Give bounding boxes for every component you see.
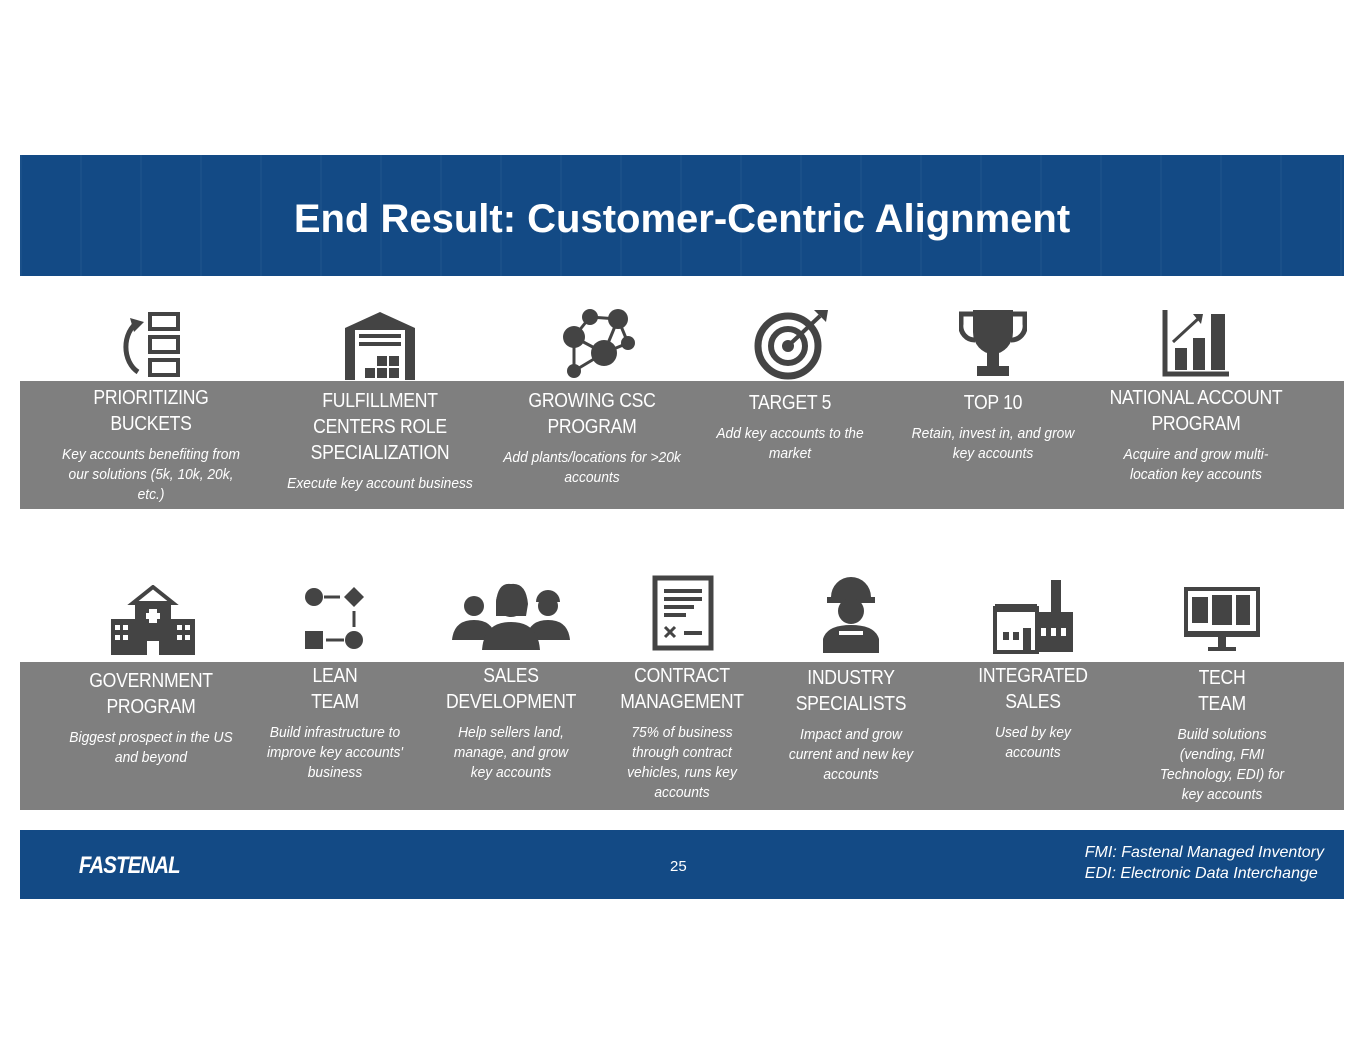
monitor-icon (1184, 587, 1260, 651)
process-flow-icon (305, 587, 364, 649)
row2-band (20, 662, 1344, 810)
footnote-edi: EDI: Electronic Data Interchange (1084, 865, 1318, 882)
government-building-icon (111, 585, 195, 655)
footnote-fmi: FMI: Fastenal Managed Inventory (1084, 844, 1324, 861)
item-desc: Add key accounts to the market (716, 425, 864, 462)
item-desc: Acquire and grow multi-location key acco… (1123, 446, 1269, 483)
item-title: GROWING CSC PROGRAM (528, 390, 656, 438)
prioritize-icon (123, 312, 180, 377)
growth-chart-icon (1162, 310, 1229, 377)
fulfillment-centers: FULFILLMENT CENTERS ROLE SPECIALIZATION E… (270, 388, 490, 494)
item-desc: Biggest prospect in the US and beyond (69, 729, 233, 766)
integrated-sales: INTEGRATED SALES Used by key accounts (968, 663, 1098, 763)
people-icon (452, 583, 570, 650)
network-icon (563, 309, 635, 378)
item-title: PRIORITIZING BUCKETS (93, 387, 209, 435)
item-desc: Help sellers land, manage, and grow key … (453, 724, 569, 781)
item-title: CONTRACT MANAGEMENT (620, 665, 744, 713)
target-5: TARGET 5 Add key accounts to the market (690, 390, 890, 464)
lean-team: LEAN TEAM Build infrastructure to improve… (260, 663, 410, 783)
item-title: INTEGRATED SALES (978, 665, 1088, 713)
target-icon (754, 310, 828, 380)
prioritizing-buckets: PRIORITIZING BUCKETS Key accounts benefit… (51, 385, 251, 505)
factory-icon (993, 580, 1073, 654)
item-desc: Execute key account business (287, 475, 473, 492)
worker-icon (823, 577, 879, 653)
warehouse-icon (345, 312, 415, 380)
item-desc: Build infrastructure to improve key acco… (266, 724, 404, 781)
slide-title: End Result: Customer-Centric Alignment (293, 197, 1071, 241)
fastenal-logo: FASTENAL (78, 852, 181, 879)
item-title: TOP 10 (963, 392, 1023, 414)
industry-specialists: INDUSTRY SPECIALISTS Impact and grow curr… (776, 665, 926, 785)
sales-development: SALES DEVELOPMENT Help sellers land, mana… (436, 663, 586, 783)
footer: FASTENAL 25 FMI: Fastenal Managed Invent… (20, 830, 1344, 899)
trophy-icon (959, 310, 1027, 376)
item-title: TECH TEAM (1198, 667, 1246, 715)
item-title: LEAN TEAM (311, 665, 359, 713)
item-title: INDUSTRY SPECIALISTS (795, 667, 907, 715)
item-title: SALES DEVELOPMENT (445, 665, 577, 713)
contract-management: CONTRACT MANAGEMENT 75% of business throu… (607, 663, 757, 803)
item-desc: 75% of business through contract vehicle… (627, 724, 737, 801)
top-10: TOP 10 Retain, invest in, and grow key ac… (893, 390, 1093, 464)
page-number: 25 (670, 858, 687, 875)
item-title: GOVERNMENT PROGRAM (89, 670, 213, 718)
row1-band (20, 381, 1344, 509)
tech-team: TECH TEAM Build solutions (vending, FMI T… (1142, 665, 1302, 805)
item-desc: Retain, invest in, and grow key accounts (911, 425, 1075, 462)
item-desc: Add plants/locations for >20k accounts (503, 449, 681, 486)
item-title: TARGET 5 (748, 392, 832, 414)
government-program: GOVERNMENT PROGRAM Biggest prospect in th… (51, 668, 251, 768)
item-title: NATIONAL ACCOUNT PROGRAM (1109, 387, 1283, 435)
item-desc: Used by key accounts (995, 724, 1071, 761)
national-account-program: NATIONAL ACCOUNT PROGRAM Acquire and grow… (1096, 385, 1296, 485)
item-title: FULFILLMENT CENTERS ROLE SPECIALIZATION (310, 390, 450, 464)
growing-csc-program: GROWING CSC PROGRAM Add plants/locations … (492, 388, 692, 488)
contract-icon (652, 575, 714, 651)
item-desc: Key accounts benefiting from our solutio… (62, 446, 240, 503)
item-desc: Impact and grow current and new key acco… (788, 726, 914, 783)
title-banner: End Result: Customer-Centric Alignment (20, 155, 1344, 276)
item-desc: Build solutions (vending, FMI Technology… (1159, 726, 1285, 803)
